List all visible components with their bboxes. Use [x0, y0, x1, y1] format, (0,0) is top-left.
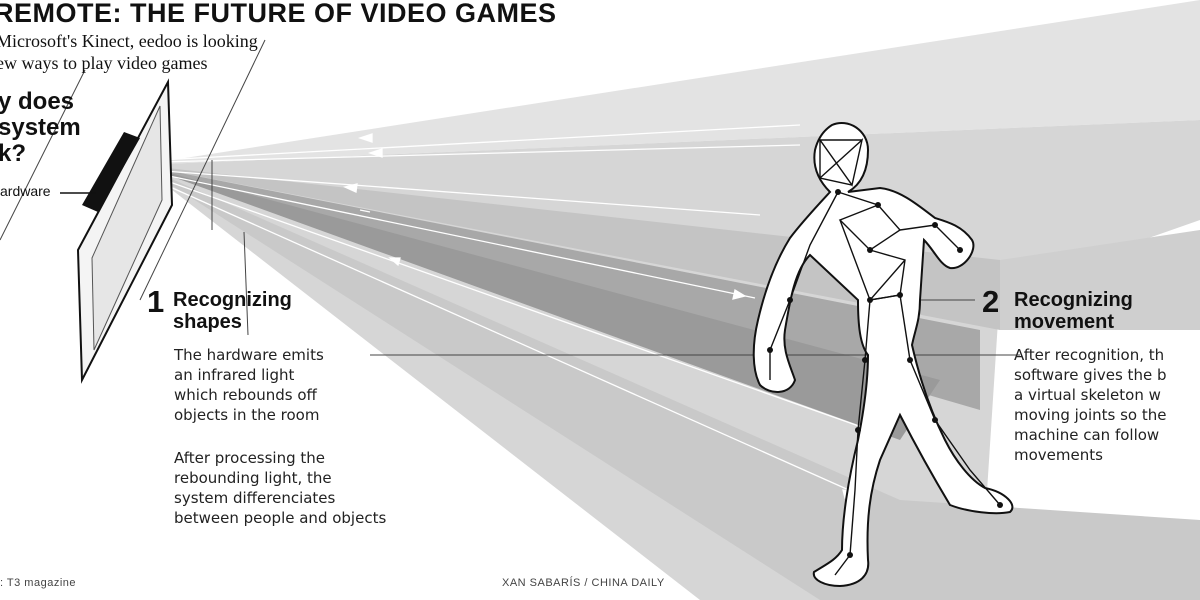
step-1-text-line-2: an infrared light: [174, 366, 295, 384]
ray-line: [149, 177, 861, 496]
step-2-heading-line-1: Recognizing: [1014, 289, 1133, 311]
skeleton-line: [834, 299, 871, 576]
ray-line: [359, 209, 371, 213]
source-note: : T3 magazine: [0, 577, 77, 589]
beam-band-deep: [140, 165, 940, 440]
skeleton-line: [819, 137, 864, 187]
tv-screen: [91, 105, 163, 351]
television: [60, 78, 174, 384]
question-line-2: system: [0, 114, 81, 141]
subtitle-line-1: Microsoft's Kinect, eedoo is looking: [0, 31, 258, 51]
kinect-sensor: [82, 132, 140, 212]
joint: [957, 247, 963, 253]
beam-shadow: [1000, 230, 1200, 330]
artist-credit: XAN SABARÍS / CHINA DAILY: [502, 577, 665, 589]
joint: [767, 347, 773, 353]
step-2-text-line-5: machine can follow: [1014, 426, 1160, 444]
joint: [997, 502, 1003, 508]
question-line-3: k?: [0, 140, 27, 167]
beam-floor: [140, 165, 1200, 600]
subtitle-leader: [139, 39, 266, 301]
ray-line: [149, 171, 756, 299]
ray-arrows: [149, 124, 871, 500]
step-2-text-line-2: software gives the b: [1014, 366, 1167, 384]
step-1-text-line-3: which rebounds off: [174, 386, 317, 404]
arrowhead: [367, 148, 383, 158]
joint: [835, 189, 841, 195]
step-2-text-line-4: moving joints so the: [1014, 406, 1167, 424]
beam-upper: [140, 0, 1200, 165]
joint: [855, 427, 861, 433]
joint: [907, 357, 913, 363]
joint: [847, 552, 853, 558]
step-1-text-line-6: rebounding light, the: [174, 469, 332, 487]
step-1-text-line-1: The hardware emits: [174, 346, 324, 364]
skeleton-line: [837, 191, 902, 251]
step-1-text-line-8: between people and objects: [174, 509, 387, 527]
joint: [867, 297, 873, 303]
step-1-text-line-7: system differenciates: [174, 489, 336, 507]
subtitle-leader: [0, 69, 86, 241]
ray-line: [159, 124, 801, 161]
step-1-heading-line-2: shapes: [173, 311, 242, 333]
joint: [932, 222, 938, 228]
step-2-heading-line-2: movement: [1014, 311, 1115, 333]
diagram-title: REMOTE: THE FUTURE OF VIDEO GAMES: [0, 0, 557, 28]
step-1-number: 1: [147, 284, 165, 319]
ray-line: [149, 169, 761, 216]
step-2-text-line-6: movements: [1014, 446, 1103, 464]
question-line-1: y does: [0, 88, 75, 115]
arrowhead: [732, 288, 747, 300]
joint: [867, 247, 873, 253]
arrowhead: [388, 257, 401, 267]
player-figure: [752, 122, 1014, 588]
joint: [875, 202, 881, 208]
skeleton-joints: [767, 189, 1003, 558]
step-1-text-line-5: After processing the: [174, 449, 326, 467]
subtitle-line-2: ew ways to play video games: [0, 53, 208, 73]
step-1-text-line-4: objects in the room: [174, 406, 320, 424]
hardware-label: ardware: [0, 183, 51, 199]
joint: [932, 417, 938, 423]
arrowhead: [357, 133, 373, 143]
ray-line: [149, 174, 871, 431]
player-silhouette: [752, 122, 1014, 588]
step-1-heading-line-1: Recognizing: [173, 289, 292, 311]
joint: [787, 297, 793, 303]
step-2-text-line-1: After recognition, th: [1014, 346, 1165, 364]
joint: [862, 357, 868, 363]
step-2-text-line-3: a virtual skeleton w: [1014, 386, 1161, 404]
ray-line: [159, 144, 801, 163]
joint: [897, 292, 903, 298]
shape-leader: [243, 231, 249, 336]
arrowhead: [343, 183, 358, 193]
step-2-number: 2: [982, 284, 1000, 319]
